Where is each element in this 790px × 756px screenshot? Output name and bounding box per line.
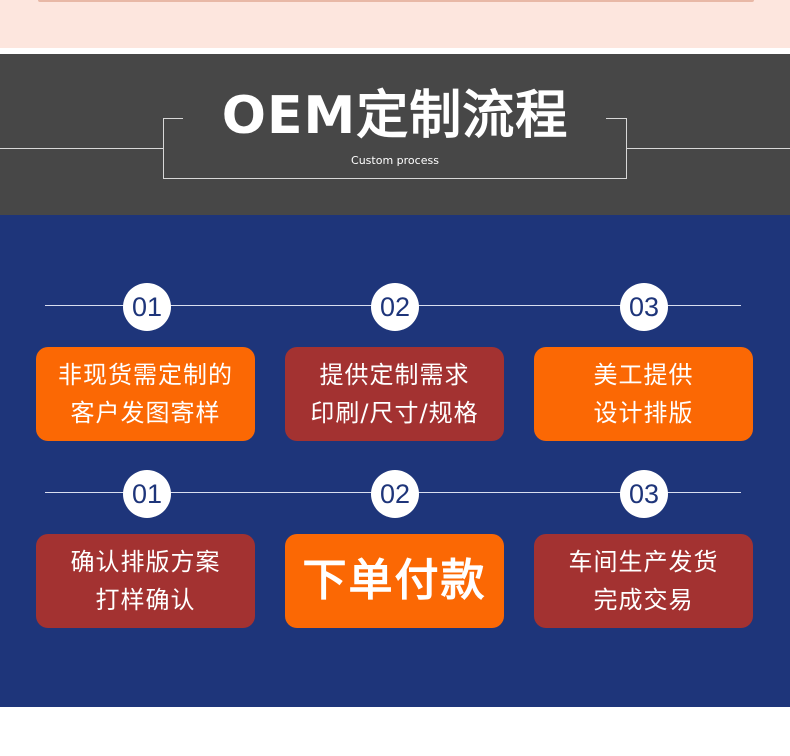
title-frame [163,118,627,179]
row2-step2-card: 下单付款 [285,534,504,628]
row2-step1-number: 01 [123,470,171,518]
title-frame-cap-left [163,118,183,119]
section-header: OEM定制流程 Custom process [0,54,790,215]
row1-step2-number: 02 [371,283,419,331]
row2-step3-card: 车间生产发货 完成交易 [534,534,753,628]
row1-step2-card: 提供定制需求 印刷/尺寸/规格 [285,347,504,441]
row2-step2-number: 02 [371,470,419,518]
row2-step3-number: 03 [620,470,668,518]
top-banner-edge [38,0,754,2]
page-subtitle: Custom process [351,154,439,167]
row1-step3-number: 03 [620,283,668,331]
header-line-left [0,148,164,149]
row1-step3-card: 美工提供 设计排版 [534,347,753,441]
row1-step1-number: 01 [123,283,171,331]
top-banner-strip [0,0,790,48]
title-frame-cap-right [606,118,626,119]
process-panel: 01 02 03 非现货需定制的 客户发图寄样 提供定制需求 印刷/尺寸/规格 … [0,215,790,707]
header-line-right [626,148,790,149]
row1-step1-card: 非现货需定制的 客户发图寄样 [36,347,255,441]
page-title: OEM定制流程 [221,86,569,146]
row2-step1-card: 确认排版方案 打样确认 [36,534,255,628]
